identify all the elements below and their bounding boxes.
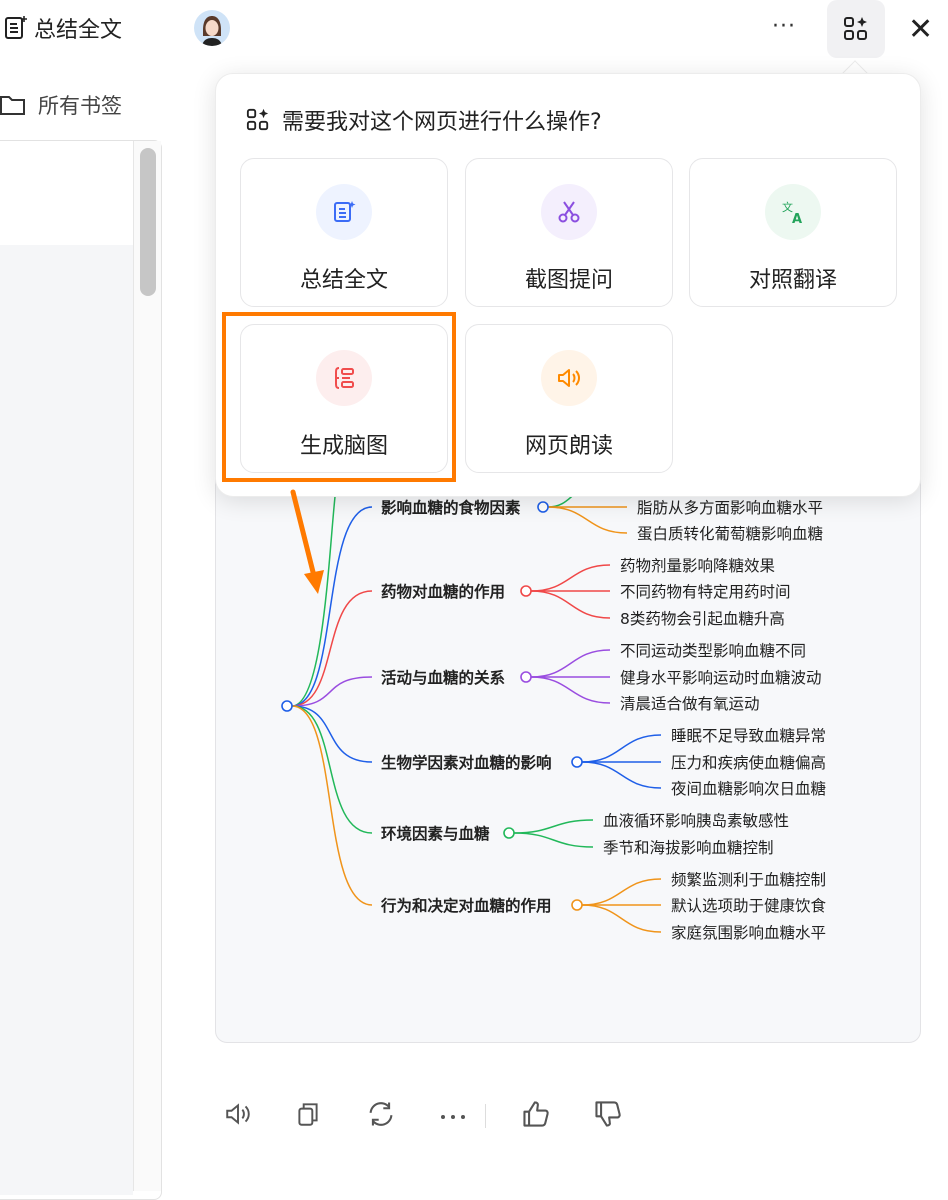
thumbs-down-icon: [593, 1099, 623, 1133]
refresh-icon: [366, 1099, 396, 1133]
mindmap-edge: [530, 649, 611, 678]
mindmap-leaf: 频繁监测利于血糖控制: [671, 871, 827, 889]
speaker-icon: [541, 350, 597, 406]
mindmap-edge: [547, 506, 628, 534]
mindmap-leaf: 血液循环影响胰岛素敏感性: [603, 812, 790, 830]
mindmap-edge: [530, 590, 611, 619]
mindmap-edge: [581, 734, 662, 763]
mindmap-node-toggle[interactable]: [520, 585, 532, 597]
mindmap-edge: [291, 676, 373, 707]
apps-sparkle-icon: [844, 17, 867, 40]
mindmap-edge: [581, 904, 662, 933]
mindmap-branch: 行为和决定对血糖的作用: [381, 897, 552, 915]
apps-button[interactable]: [827, 0, 885, 58]
svg-text:A: A: [792, 212, 802, 225]
mindmap-node-toggle[interactable]: [520, 671, 532, 683]
thumbs-up-icon: [521, 1099, 551, 1133]
mindmap-leaf: 脂肪从多方面影响血糖水平: [637, 499, 824, 517]
mindmap-node-toggle[interactable]: [537, 501, 549, 513]
mindmap-branch: 活动与血糖的关系: [381, 669, 506, 687]
mindmap-leaf: 家庭氛围影响血糖水平: [671, 924, 827, 942]
bookmark-list-selected-row[interactable]: [0, 245, 133, 1195]
copy-button[interactable]: [292, 1096, 364, 1136]
response-toolbar: [220, 1096, 663, 1136]
speaker-button[interactable]: [220, 1096, 292, 1136]
all-bookmarks[interactable]: 所有书签: [0, 90, 122, 120]
highlight-box: [222, 312, 456, 482]
mindmap-edge: [581, 761, 662, 789]
folder-icon: [0, 96, 25, 115]
avatar[interactable]: [194, 10, 230, 46]
action-label: 对照翻译: [748, 268, 837, 293]
thumbs-up-button[interactable]: [519, 1096, 591, 1136]
mindmap-branch: 环境因素与血糖: [381, 825, 490, 843]
avatar-icon: [202, 16, 222, 46]
mindmap-edge: [291, 705, 373, 834]
mindmap-leaf: 健身水平影响运动时血糖波动: [620, 669, 822, 687]
mindmap-edge: [513, 832, 594, 848]
mindmap-edge: [530, 564, 611, 592]
mindmap-edge: [291, 590, 373, 707]
mindmap-leaf: 8类药物会引起血糖升高: [620, 610, 785, 628]
popup-title: 需要我对这个网页进行什么操作?: [282, 110, 602, 135]
mindmap-root[interactable]: [281, 700, 293, 712]
action-card-5[interactable]: 网页朗读: [465, 324, 673, 473]
mindmap-leaf: 不同运动类型影响血糖不同: [620, 642, 807, 660]
toolbar-divider: [485, 1104, 486, 1128]
summary-icon: [316, 184, 372, 240]
summary-header[interactable]: 总结全文: [4, 12, 122, 44]
close-button[interactable]: ✕: [908, 12, 934, 47]
action-card-4[interactable]: 生成脑图: [240, 324, 448, 473]
mindmap-branch: 影响血糖的食物因素: [381, 499, 521, 517]
action-label: 截图提问: [524, 268, 613, 293]
refresh-button[interactable]: [364, 1096, 436, 1136]
apps-sparkle-icon: [246, 108, 269, 131]
svg-text:文: 文: [782, 200, 793, 214]
mindmap-leaf: 压力和疾病使血糖偏高: [671, 754, 827, 772]
document-icon: [5, 16, 27, 39]
mindmap-leaf: 清晨适合做有氧运动: [620, 695, 760, 713]
mindmap-branch: 生物学因素对血糖的影响: [381, 754, 552, 772]
speaker-icon: [222, 1100, 254, 1132]
mindmap-node-toggle[interactable]: [571, 899, 583, 911]
mindmap-leaf: 默认选项助于健康饮食: [671, 897, 827, 915]
mindmap-icon: [316, 350, 372, 406]
mindmap-leaf: 季节和海拔影响血糖控制: [603, 839, 774, 857]
mindmap-leaf: 不同药物有特定用药时间: [620, 583, 791, 601]
scissors-icon: [541, 184, 597, 240]
action-label: 生成脑图: [299, 434, 388, 459]
mindmap-edge: [291, 705, 373, 763]
mindmap-edge: [530, 676, 611, 704]
bookmarks-label: 所有书签: [38, 94, 122, 118]
action-card-2[interactable]: 截图提问: [465, 158, 673, 307]
mindmap-node-toggle[interactable]: [571, 756, 583, 768]
mindmap-node-toggle[interactable]: [503, 827, 515, 839]
action-label: 总结全文: [299, 268, 388, 293]
scrollbar-track[interactable]: [133, 141, 161, 1191]
mindmap-leaf: 夜间血糖影响次日血糖: [671, 780, 827, 798]
mindmap-leaf: 蛋白质转化葡萄糖影响血糖: [637, 525, 824, 543]
arrow-icon: [290, 489, 324, 594]
more-button[interactable]: [436, 1096, 508, 1136]
scrollbar-thumb[interactable]: [140, 148, 156, 296]
mindmap-edge: [291, 506, 373, 707]
mindmap-leaf: 药物剂量影响降糖效果: [620, 557, 776, 575]
mindmap-edge: [291, 705, 373, 906]
action-label: 网页朗读: [524, 434, 613, 459]
action-card-1[interactable]: 总结全文: [240, 158, 448, 307]
mindmap-container: [215, 440, 921, 1043]
mindmap-edge: [513, 819, 594, 834]
more-icon: [438, 1107, 468, 1126]
summary-title: 总结全文: [34, 18, 123, 43]
mindmap-edge: [581, 878, 662, 906]
mindmap-branch: 药物对血糖的作用: [381, 583, 506, 601]
copy-icon: [294, 1100, 322, 1132]
more-button[interactable]: ···: [772, 14, 796, 39]
mindmap-leaf: 睡眠不足导致血糖异常: [671, 727, 827, 745]
thumbs-down-button[interactable]: [591, 1096, 663, 1136]
